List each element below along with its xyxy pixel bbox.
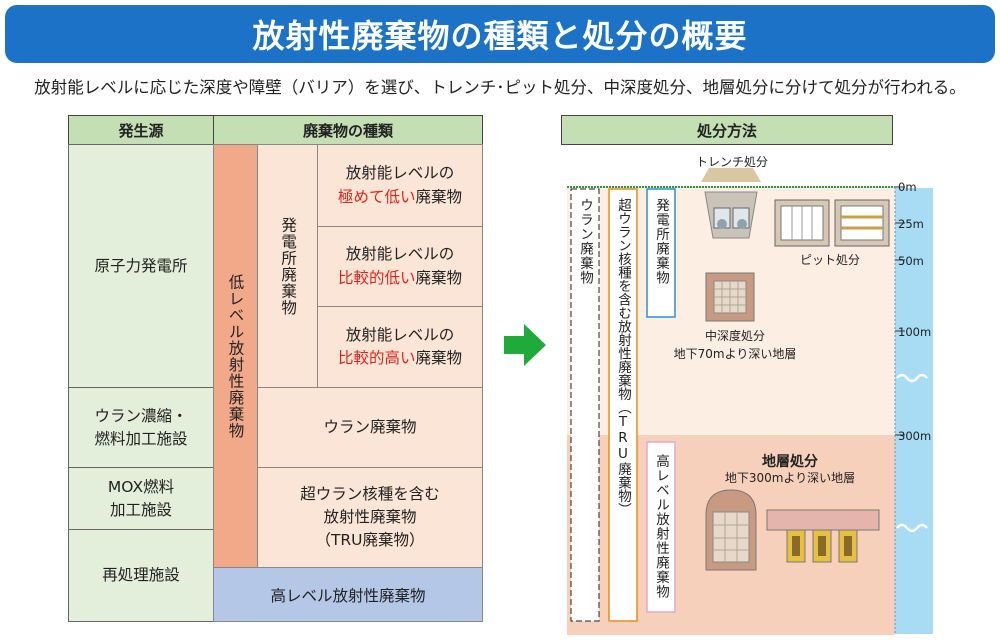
waste-relatively-high: 放射能レベルの 比較的高い廃棄物: [317, 306, 483, 388]
plant-waste: 発電所廃棄物: [257, 144, 318, 388]
waste-very-low: 放射能レベルの 極めて低い廃棄物: [317, 144, 483, 227]
arrow-right-icon: [504, 324, 546, 366]
source-uranium-enrichment: ウラン濃縮・ 燃料加工施設: [68, 387, 214, 468]
column-uranium-waste: ウラン廃棄物: [577, 198, 593, 285]
water-column: [895, 188, 933, 634]
geological-disposal-label: 地層処分: [762, 454, 818, 470]
pit-disposal-label: ピット処分: [799, 253, 860, 267]
depth-label-0: 0m: [898, 180, 917, 194]
column-high-level-waste: 高レベル放射性廃棄物: [653, 454, 669, 599]
source-nuclear-plant: 原子力発電所: [68, 144, 214, 388]
header-source: 発生源: [68, 115, 214, 145]
mid-depth-note: 地下70mより深い地層: [673, 347, 797, 361]
waste-uranium: ウラン廃棄物: [257, 387, 483, 468]
source-mox-fuel: MOX燃料 加工施設: [68, 467, 214, 530]
waste-relatively-low: 放射能レベルの 比較的低い廃棄物: [317, 226, 483, 307]
waste-tru: 超ウラン核種を含む 放射性廃棄物 （TRU廃棄物）: [257, 467, 483, 568]
depth-label-300: 300m: [898, 429, 932, 443]
page-title: 放射性廃棄物の種類と処分の概要: [5, 5, 995, 63]
column-plant-waste: 発電所廃棄物: [653, 198, 669, 285]
geological-disposal-note: 地下300mより深い地層: [724, 471, 856, 485]
depth-label-100: 100m: [898, 325, 932, 339]
waste-high-level: 高レベル放射性廃棄物: [213, 567, 483, 622]
source-reprocessing: 再処理施設: [68, 529, 214, 622]
header-waste-type: 廃棄物の種類: [213, 115, 483, 145]
column-tru-waste: 超ウラン核種を含む放射性廃棄物（TRU廃棄物）: [615, 198, 631, 516]
page-subtitle: 放射能レベルに応じた深度や障壁（バリア）を選び、トレンチ･ピット処分、中深度処分…: [34, 78, 966, 97]
header-disposal: 処分方法: [561, 115, 893, 145]
trench-disposal-label: トレンチ処分: [695, 155, 768, 169]
depth-label-25: 25m: [898, 217, 924, 231]
mid-depth-label: 中深度処分: [704, 329, 765, 343]
depth-label-50: 50m: [898, 254, 924, 268]
disposal-diagram: [567, 168, 928, 635]
low-level-waste: 低レベル放射性廃棄物: [213, 144, 258, 568]
